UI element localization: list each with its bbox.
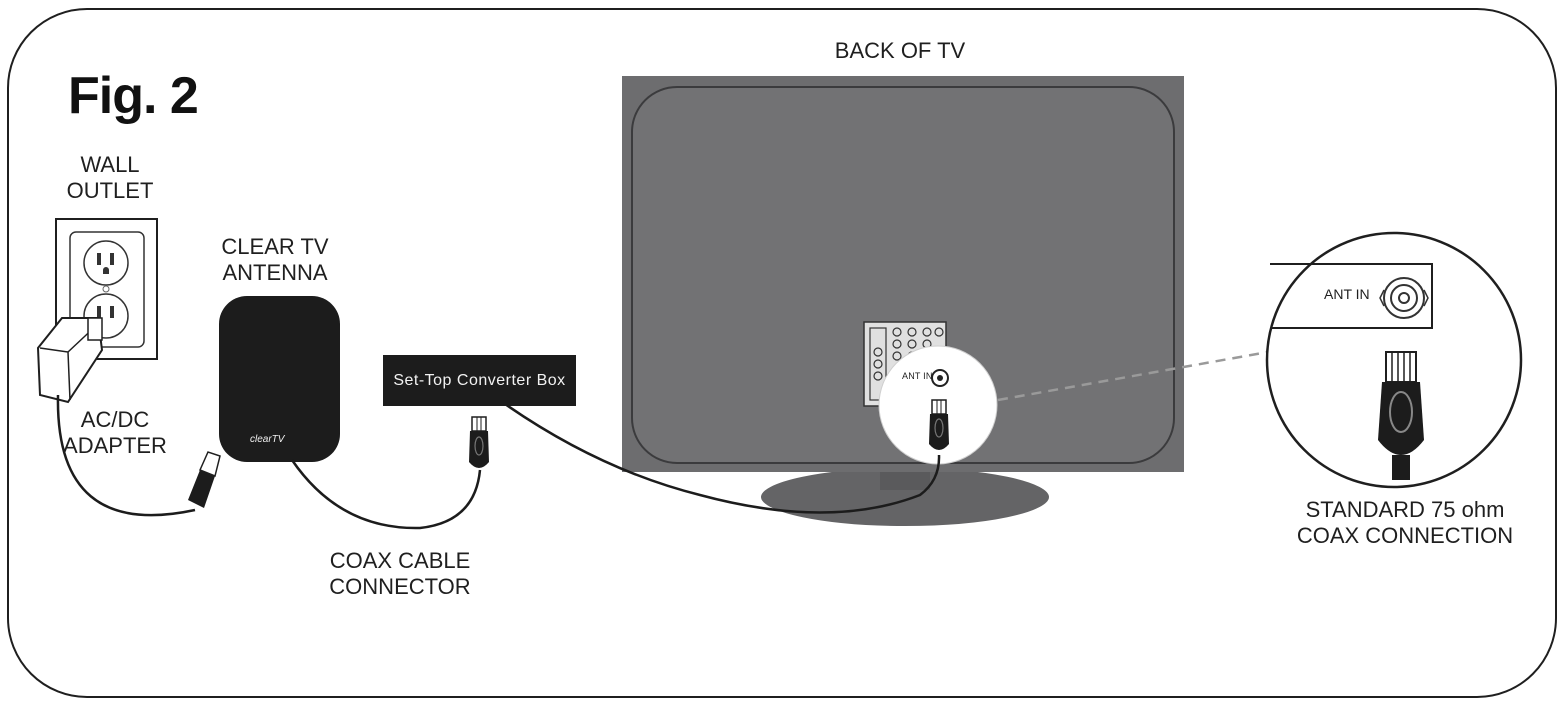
ac-dc-adapter-label: AC/DC ADAPTER: [63, 407, 167, 458]
set-top-converter-box: Set-Top Converter Box: [383, 355, 576, 406]
antenna-coax-cable: [290, 459, 482, 530]
tv-back: [622, 76, 1184, 528]
ant-in-panel-label: ANT IN: [902, 371, 933, 381]
tv-neck: [880, 468, 930, 490]
clear-tv-antenna-label: CLEAR TV ANTENNA: [221, 234, 329, 285]
figure-title: Fig. 2: [68, 67, 199, 125]
figure-frame: [7, 8, 1557, 698]
ant-in-zoom-label: ANT IN: [1324, 286, 1370, 302]
zoom-leader-line: [997, 350, 1269, 402]
adapter-cable: [56, 394, 196, 517]
box-to-tv-cable: [504, 402, 941, 514]
coax-cable-connector: [469, 416, 489, 468]
standard-coax-label: STANDARD 75 ohm COAX CONNECTION: [1296, 497, 1514, 548]
antenna-brand-logo: clearTV: [250, 434, 285, 445]
tv-coax-plug: [929, 399, 949, 450]
tv-screen-outline: [631, 86, 1175, 464]
wall-outlet-label: WALL OUTLET: [66, 152, 154, 203]
back-of-tv-label: BACK OF TV: [834, 38, 966, 63]
zoom-circle: [1265, 231, 1523, 489]
ac-dc-adapter: [36, 317, 104, 404]
coax-cable-connector-label: COAX CABLE CONNECTOR: [329, 548, 471, 599]
clear-tv-antenna: [219, 296, 340, 462]
dc-plug: [188, 451, 221, 508]
